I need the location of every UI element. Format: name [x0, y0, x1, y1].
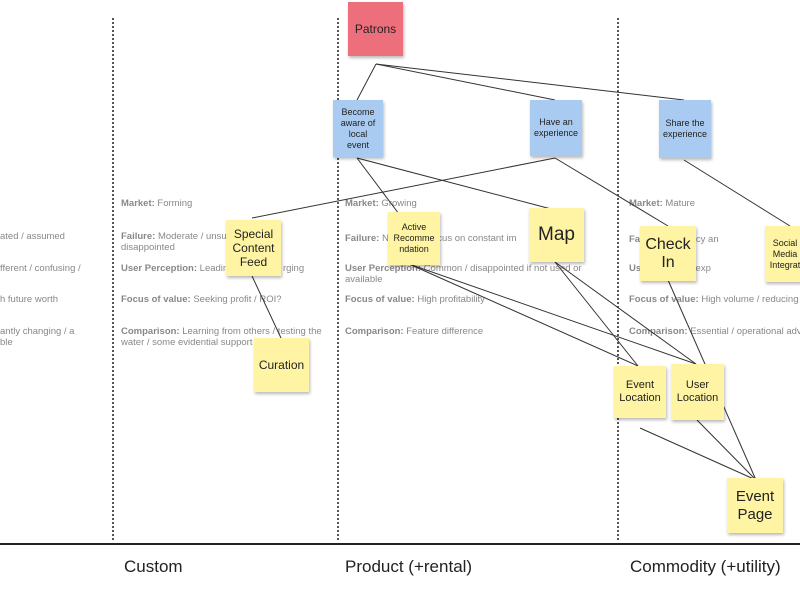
sticky-special-content-feed[interactable]: Special Content Feed [226, 220, 281, 276]
note-line: Failure: Moderate / unsu [121, 231, 227, 242]
link-line [639, 427, 757, 481]
link-line [356, 63, 377, 101]
stage-divider [337, 18, 339, 540]
evolution-axis [0, 543, 800, 545]
link-line [251, 157, 556, 219]
link-line [251, 275, 282, 339]
link-line [408, 263, 697, 365]
note-line: h future worth [0, 294, 59, 305]
note-line: antly changing / a [0, 326, 75, 337]
note-line: Market: Growing [345, 198, 417, 209]
note-line: rging [283, 263, 305, 274]
link-line [408, 263, 639, 367]
stage-label-commodity: Commodity (+utility) [630, 557, 781, 576]
stage-label-product: Product (+rental) [345, 557, 473, 576]
note-line: fferent / confusing / [0, 263, 81, 274]
sticky-event-location[interactable]: Event Location [614, 366, 666, 418]
note-line: Comparison: Feature difference [345, 326, 484, 337]
sticky-patrons[interactable]: Patrons [348, 2, 403, 56]
note-line: ated / assumed [0, 231, 65, 242]
note-line: Focus of value: Seeking profit / ROI? [121, 294, 282, 305]
note-line: Market: Forming [121, 198, 193, 209]
sticky-check-in[interactable]: Check In [640, 226, 696, 281]
link-line [554, 261, 697, 365]
note-line: User Perception: Leading [121, 263, 234, 274]
sticky-become-aware[interactable]: Become aware of local event [333, 100, 383, 157]
note-line: Focus of value: High volume / reducing n [629, 294, 800, 305]
note-line: User Perception: Common / disappointed i… [345, 263, 582, 274]
sticky-have-experience[interactable]: Have an experience [530, 100, 582, 156]
link-line [356, 157, 403, 219]
note-line: Comparison: Learning from others / testi… [121, 326, 322, 337]
link-line [554, 261, 639, 367]
sticky-event-page[interactable]: Event Page [727, 478, 783, 533]
note-line: Focus of value: High profitability [345, 294, 485, 305]
link-line [554, 157, 669, 227]
link-line [375, 63, 556, 101]
sticky-social-media[interactable]: Social Media Integrat [765, 226, 800, 282]
stage-divider [112, 18, 114, 540]
note-line: available [345, 274, 383, 285]
stage-divider [617, 18, 619, 540]
sticky-curation[interactable]: Curation [254, 338, 309, 392]
sticky-map[interactable]: Map [529, 208, 584, 262]
link-line [683, 159, 791, 227]
sticky-active-recommendation[interactable]: Active Recomme ndation [388, 212, 440, 265]
link-line [696, 419, 757, 481]
note-line: Comparison: Essential / operational adv [629, 326, 800, 337]
note-line: water / some evidential support [121, 337, 253, 348]
link-line [356, 157, 556, 211]
link-line [375, 63, 685, 101]
sticky-share-experience[interactable]: Share the experience [659, 100, 711, 158]
note-line: disappointed [121, 242, 175, 253]
note-line: ble [0, 337, 13, 348]
sticky-user-location[interactable]: User Location [671, 364, 724, 420]
stage-label-custom: Custom [124, 557, 183, 576]
note-line: ocus on constant im [432, 233, 517, 244]
note-line: Market: Mature [629, 198, 696, 209]
